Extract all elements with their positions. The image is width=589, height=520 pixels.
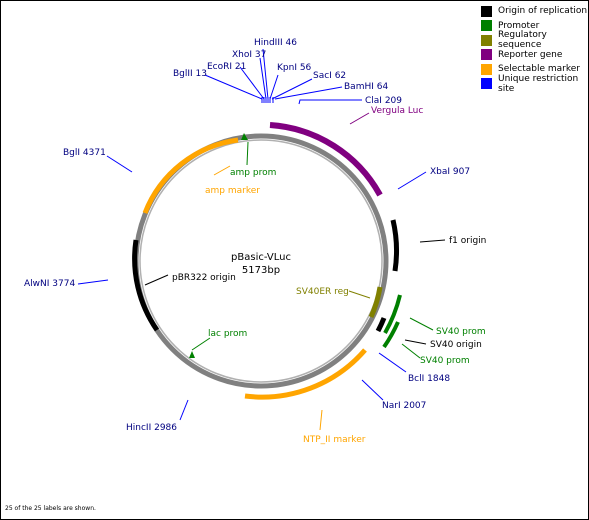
feature-label-vergula-luc: Vergula Luc [371,106,423,116]
site-label-hindiii: HindIII 46 [254,38,297,48]
site-label-saci: SacI 62 [313,71,346,81]
bgli-leader [106,155,133,173]
f1-origin-leader [419,239,446,243]
f1-origin-arc [390,219,399,272]
saci-leader [271,78,313,100]
pbr322-origin-arc [132,239,160,332]
hindiii-leader [262,48,269,100]
xhoi-leader [259,57,267,100]
legend-swatch [481,63,492,75]
feature-label-amp-prom: amp prom [230,168,276,178]
ecori-leader [239,66,265,100]
lac-prom-arrow [189,351,195,358]
site-label-clai: ClaI 209 [365,96,402,106]
amp-marker-leader [213,165,231,176]
site-label-kpni: KpnI 56 [277,63,312,73]
xbai-leader [397,171,427,190]
pbr322-origin-leader [144,274,169,286]
sv40-origin-leader [404,339,427,345]
bglii-leader [204,74,263,100]
legend-item-selectable: Selectable marker [481,62,589,77]
feature-label-sv40-prom-2: SV40 prom [420,356,470,366]
sv40-prom-leader-2 [401,343,421,359]
site-label-xhoi: XhoI 37 [232,50,266,60]
site-label-ecori: EcoRI 21 [207,62,246,72]
clai-leader [298,99,362,105]
site-label-bamhi: BamHI 64 [344,82,388,92]
bamhi-leader [274,86,343,100]
amp-prom-arrow [241,133,248,140]
legend-swatch [481,78,492,90]
site-label-xbai: XbaI 907 [430,167,470,177]
plasmid-size: 5173bp [242,265,280,276]
legend-item-regulatory: Regulatory sequence [481,30,589,51]
legend-item-restriction: Unique restriction site [481,73,589,94]
legend-label: Selectable marker [498,64,581,75]
amp-marker-arc [142,137,239,214]
feature-label-pbr322-origin: pBR322 origin [172,273,236,283]
feature-label-f1-origin: f1 origin [449,236,486,246]
site-tick-marks [261,97,274,103]
sv40er-reg-leader [348,290,371,299]
amp-prom-leader [246,141,249,166]
kpni-leader [269,74,279,100]
legend-swatch [481,49,492,61]
alwni-leader [77,279,109,285]
bcli-leader [378,352,407,373]
site-label-bglii: BglII 13 [173,69,207,79]
vergula-luc-leader [349,112,370,125]
labels-shown-note: 25 of the 25 labels are shown. [5,505,96,512]
legend-item-origin: Origin of replication [481,4,589,19]
feature-label-sv40er-reg: SV40ER reg [296,287,349,297]
site-label-bgli: BglI 4371 [63,148,106,158]
vergula-luc-arc [269,122,383,197]
legend-label: Promoter [498,20,540,31]
plasmid-backbone-inner [139,139,383,383]
legend: Origin of replication Promoter Regulator… [481,4,589,94]
legend-item-promoter: Promoter [481,19,589,34]
site-label-bcli: BclI 1848 [408,374,450,384]
nari-leader [361,379,384,401]
legend-swatch [481,5,492,17]
sv40-prom-arc-1 [383,294,402,334]
feature-label-lac-prom: lac prom [208,329,247,339]
sv40-prom-arc-2 [382,321,400,349]
legend-label: Origin of replication [498,6,588,17]
sv40-prom-leader-1 [409,317,434,331]
site-label-hincii: HincII 2986 [126,423,177,433]
lac-prom-leader [191,337,211,351]
legend-label: Unique restriction site [498,73,579,94]
site-label-alwni: AlwNI 3774 [24,279,75,289]
sv40er-reg-arc [368,286,383,319]
feature-label-amp-marker: amp marker [205,186,260,196]
feature-label-sv40-origin: SV40 origin [430,340,482,350]
feature-label-ntp-ii-marker: NTP_II marker [303,435,366,445]
legend-swatch [481,34,492,46]
plasmid-name: pBasic-VLuc [231,252,291,263]
legend-swatch [481,20,492,32]
legend-label: Reporter gene [498,49,563,60]
site-label-nari: NarI 2007 [382,401,426,411]
ntp-ii-marker-arc [244,348,367,400]
legend-label: Regulatory sequence [498,30,547,51]
legend-item-reporter: Reporter gene [481,48,589,63]
ntp-ii-marker-leader [319,409,323,431]
hincii-leader [179,399,189,421]
feature-label-sv40-prom-1: SV40 prom [436,327,486,337]
sv40-origin-arc [375,317,387,333]
